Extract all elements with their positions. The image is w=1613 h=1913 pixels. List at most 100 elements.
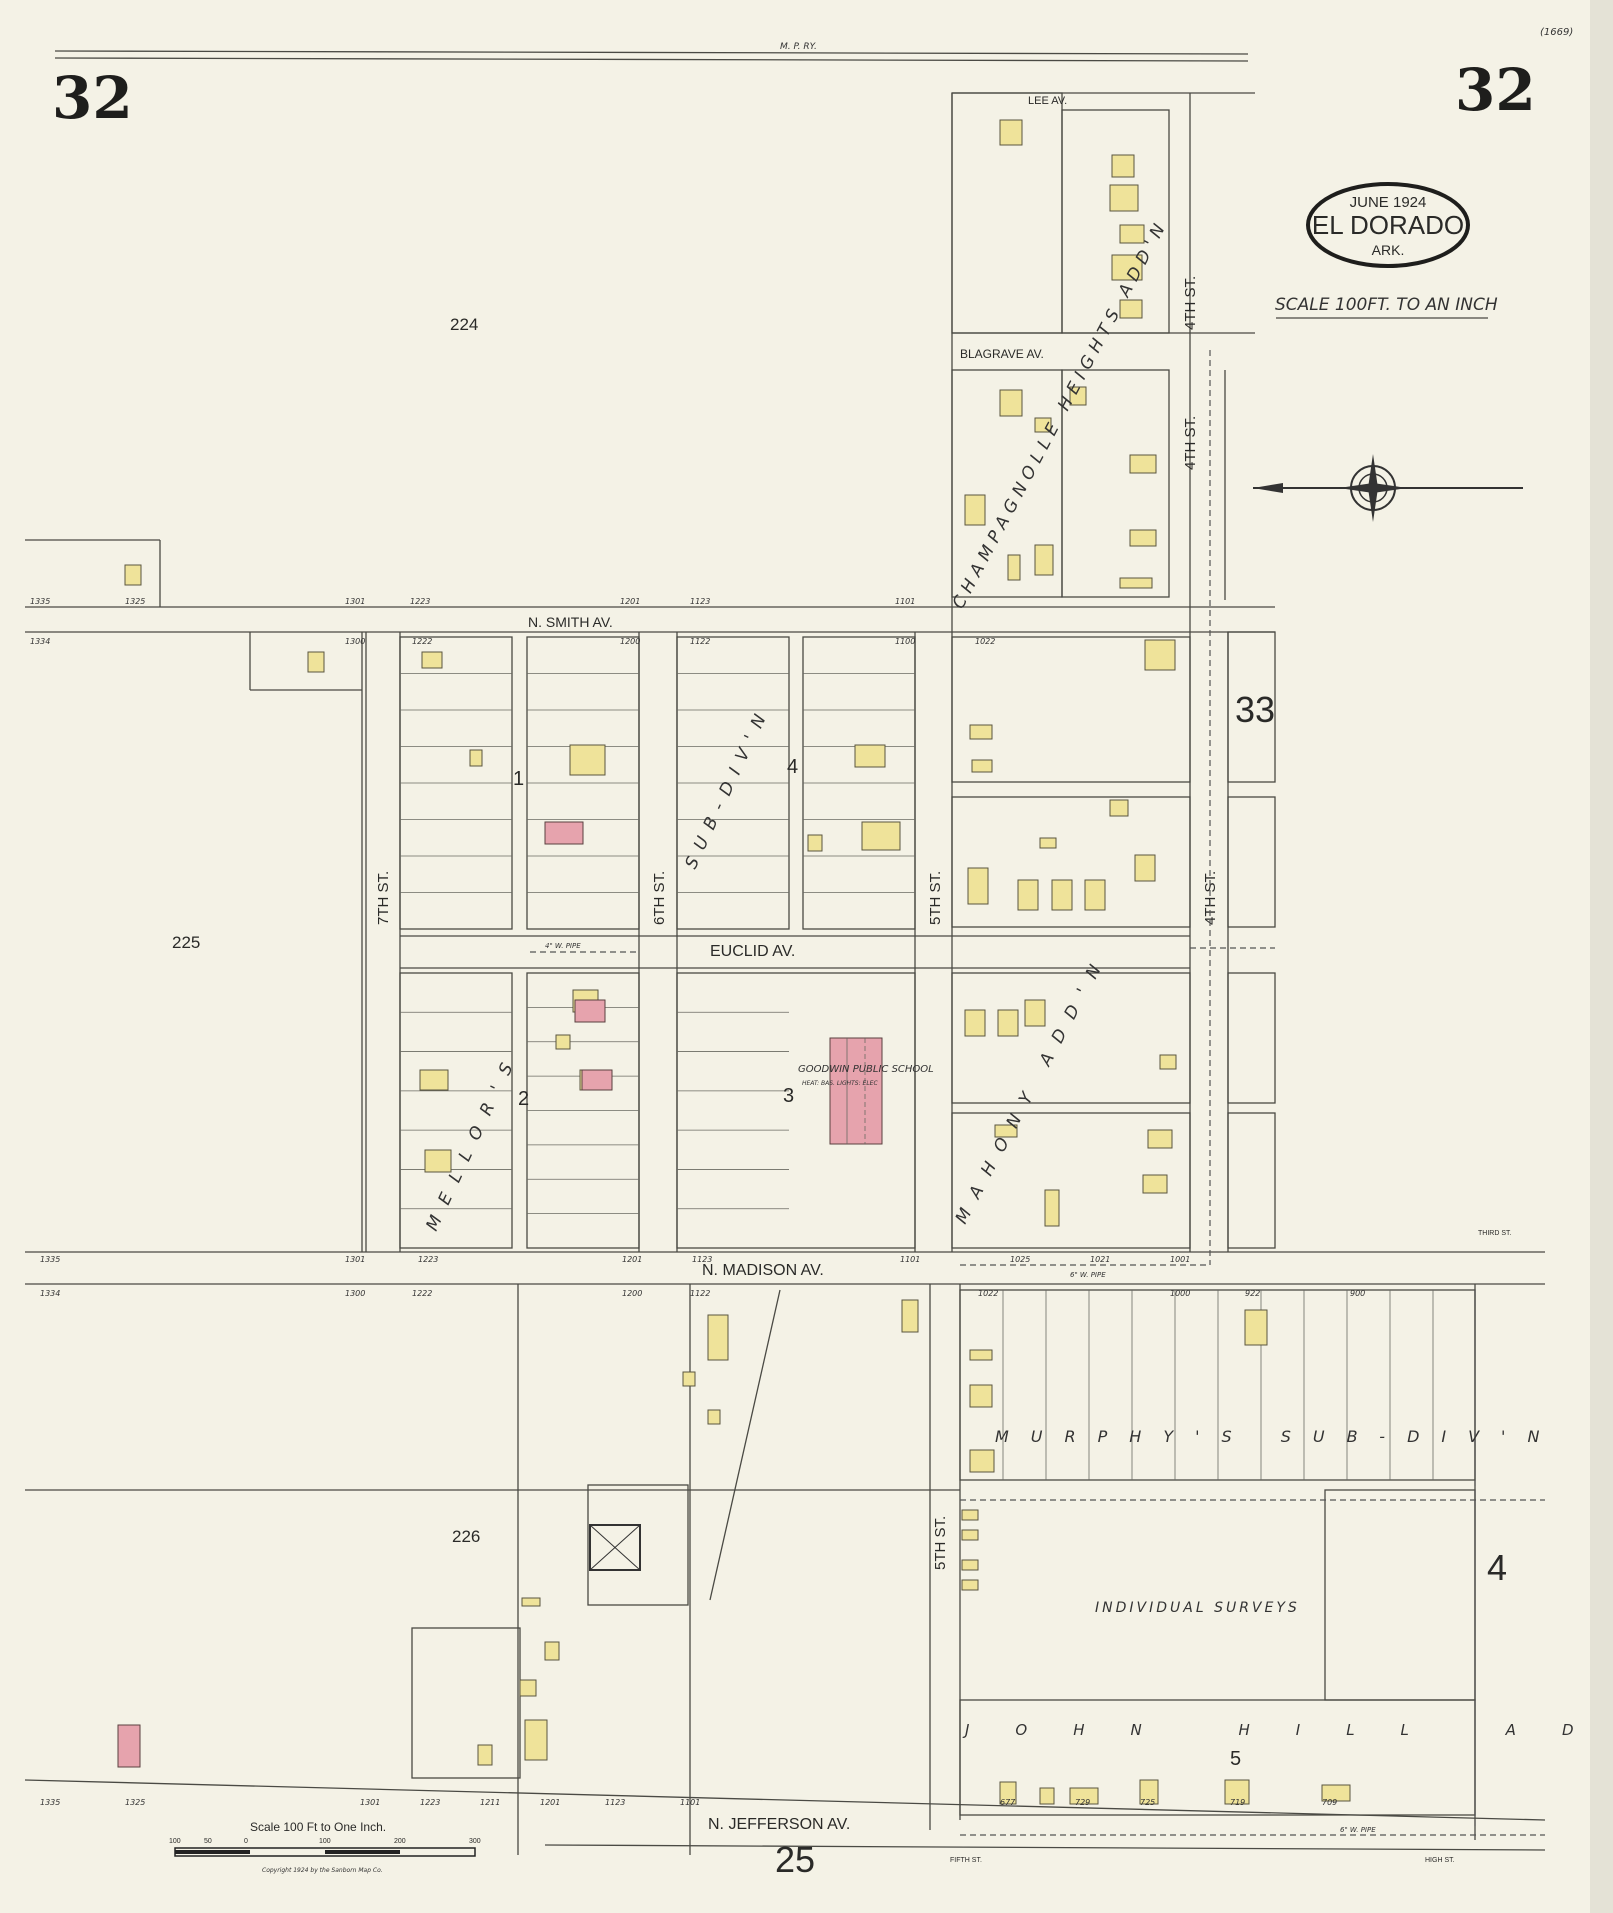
house-number-jefferson: 1101 — [680, 1798, 700, 1807]
house-number-jefferson: 1325 — [125, 1798, 145, 1807]
dwelling — [469, 749, 483, 767]
brick-building — [581, 1069, 613, 1091]
scale-note: SCALE 100FT. TO AN INCH — [1275, 295, 1498, 315]
dwelling — [1147, 1129, 1173, 1149]
dwelling — [1129, 454, 1157, 474]
street-labels: LEE AV. BLAGRAVE AV. N. SMITH AV. EUCLID… — [375, 95, 1512, 1864]
school-label: GOODWIN PUBLIC SCHOOL — [798, 1064, 934, 1075]
house-number-jefferson: 709 — [1322, 1798, 1337, 1807]
adjacent-sheet-25[interactable]: 25 — [775, 1839, 815, 1880]
house-number-smith-n: 1123 — [690, 597, 710, 606]
house-number-jefferson: 1201 — [540, 1798, 560, 1807]
adjacent-sheet-33[interactable]: 33 — [1235, 689, 1275, 730]
dwelling — [1044, 1189, 1060, 1227]
adjacent-sheet-4[interactable]: 4 — [1487, 1547, 1507, 1588]
buildings — [117, 119, 1351, 1805]
dwelling — [544, 1641, 560, 1661]
house-number-smith-n: 1101 — [895, 597, 915, 606]
house-number-jefferson: 719 — [1230, 1798, 1245, 1807]
house-number-smith-s: 1334 — [30, 637, 50, 646]
street-4th-top: 4TH ST. — [1182, 276, 1199, 330]
house-number-jefferson: 725 — [1140, 1798, 1155, 1807]
house-number-madison-n: 1223 — [418, 1255, 438, 1264]
house-number-jefferson: 1223 — [420, 1798, 440, 1807]
scale-tick-label: 0 — [244, 1838, 248, 1845]
page-edge — [1590, 0, 1613, 1913]
dwelling — [1109, 184, 1139, 212]
dwelling — [521, 1597, 541, 1607]
dwelling — [994, 1124, 1018, 1138]
addition-champagnolle: CHAMPAGNOLLE HEIGHTS ADD'N — [949, 216, 1173, 613]
house-number-smith-s: 1122 — [690, 637, 710, 646]
dwelling — [1159, 1054, 1177, 1070]
dwelling — [961, 1529, 979, 1541]
water-pipes: 4" W. PIPE 6" W. PIPE 6" W. PIPE — [530, 350, 1545, 1836]
school-note: HEAT: BAS. LIGHTS: ELEC — [802, 1080, 878, 1087]
dwelling — [1142, 1174, 1168, 1194]
dwelling — [969, 1349, 993, 1361]
dwelling — [969, 724, 993, 740]
house-number-madison-n: 1123 — [692, 1255, 712, 1264]
dwelling — [1139, 1779, 1159, 1805]
sheet-number-left: 32 — [52, 64, 133, 132]
house-number-smith-s: 1222 — [412, 637, 432, 646]
copyright: Copyright 1924 by the Sanborn Map Co. — [262, 1867, 383, 1874]
street-lines — [24, 92, 1546, 1855]
street-high: HIGH ST. — [1425, 1857, 1455, 1864]
street-smith: N. SMITH AV. — [528, 614, 613, 630]
addition-johnhill: JOHN HILL ADD'N — [962, 1721, 1613, 1739]
railroad-line — [54, 57, 1249, 62]
dwelling — [861, 821, 901, 851]
house-number-jefferson: 1123 — [605, 1798, 625, 1807]
dwelling — [1024, 999, 1046, 1027]
brick-building — [574, 999, 606, 1023]
dwelling — [901, 1299, 919, 1333]
house-number-jefferson: 1211 — [480, 1798, 500, 1807]
house-number-madison-s: 1000 — [1170, 1289, 1190, 1298]
street-5th: 5TH ST. — [927, 871, 944, 925]
title-city: EL DORADO — [1312, 210, 1464, 240]
dwelling — [555, 1034, 571, 1050]
dwelling — [961, 1509, 979, 1521]
scale-tick-label: 200 — [394, 1838, 406, 1845]
dwelling — [807, 834, 823, 852]
dwelling — [997, 1009, 1019, 1037]
block-225: 225 — [172, 933, 200, 952]
block-5: 5 — [1230, 1748, 1241, 1770]
railroad-line — [54, 50, 1249, 55]
dwelling — [1034, 417, 1052, 433]
block-226: 226 — [452, 1527, 480, 1546]
dwelling — [969, 1449, 995, 1473]
house-number-madison-n: 1101 — [900, 1255, 920, 1264]
house-number-madison-n: 1335 — [40, 1255, 60, 1264]
street-jefferson: N. JEFFERSON AV. — [708, 1816, 850, 1833]
addition-mahony: MAHONY ADD'N — [952, 949, 1112, 1227]
structure-x — [589, 1524, 641, 1571]
structure-x-mark — [589, 1524, 641, 1571]
dwelling — [707, 1314, 729, 1361]
house-number-madison-n: 1025 — [1010, 1255, 1030, 1264]
dwelling — [519, 1679, 537, 1697]
block-3: 3 — [783, 1085, 794, 1107]
dwelling — [1007, 554, 1021, 581]
house-number-madison-s: 1122 — [690, 1289, 710, 1298]
dwelling — [424, 1149, 452, 1173]
dwelling — [1109, 799, 1129, 817]
dwelling — [1321, 1784, 1351, 1802]
addition-individual: INDIVIDUAL SURVEYS — [1095, 1600, 1300, 1616]
dwelling — [967, 867, 989, 905]
dwelling — [707, 1409, 721, 1425]
street-madison: N. MADISON AV. — [702, 1262, 824, 1279]
house-number-madison-s: 922 — [1245, 1289, 1260, 1298]
dwelling — [1069, 386, 1087, 406]
dwelling — [999, 119, 1023, 146]
dwelling — [1111, 154, 1135, 178]
dwelling — [1144, 639, 1176, 671]
dwelling — [1224, 1779, 1250, 1805]
house-number-smith-n: 1335 — [30, 597, 50, 606]
house-number-smith-s: 1022 — [975, 637, 995, 646]
dwelling — [1069, 1787, 1099, 1805]
dwelling — [1039, 1787, 1055, 1805]
